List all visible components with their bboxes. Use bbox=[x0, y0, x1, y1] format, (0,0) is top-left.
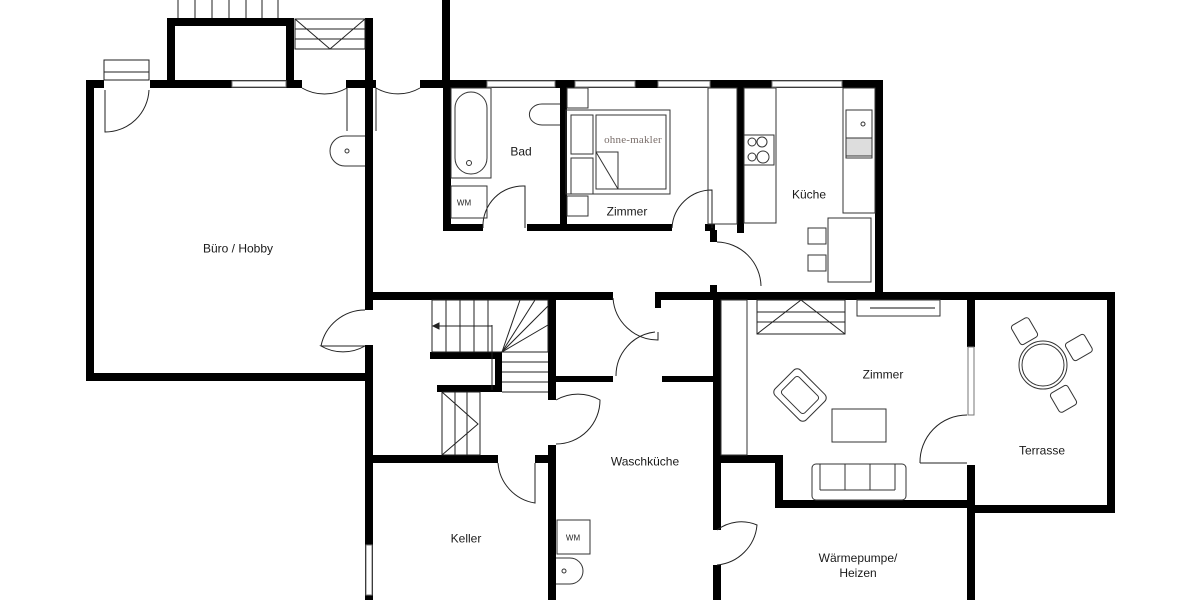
fixtures bbox=[329, 87, 1093, 585]
stairs-living bbox=[756, 299, 846, 335]
room-label-waermepumpe-line1: Wärmepumpe/ bbox=[818, 551, 898, 565]
room-label-waermepumpe-line2: Heizen bbox=[839, 566, 877, 580]
room-label-terrasse: Terrasse bbox=[1018, 443, 1066, 458]
washer-label-waschkueche: WM bbox=[565, 533, 581, 543]
washer-label-bad: WM bbox=[456, 198, 472, 208]
doors bbox=[103, 59, 968, 566]
windows bbox=[231, 80, 975, 596]
walls bbox=[86, 0, 1115, 600]
room-label-zimmer-living: Zimmer bbox=[862, 367, 904, 382]
stairs-internal bbox=[431, 299, 549, 456]
room-label-zimmer-top: Zimmer bbox=[606, 204, 648, 219]
watermark-logo: ohne-makler bbox=[604, 134, 662, 146]
room-label-waschkueche: Waschküche bbox=[610, 454, 680, 469]
room-label-keller: Keller bbox=[450, 531, 482, 546]
room-label-waermepumpe: Wärmepumpe/ Heizen bbox=[819, 551, 898, 581]
room-label-bad: Bad bbox=[510, 144, 532, 159]
room-label-buero: Büro / Hobby bbox=[202, 241, 274, 256]
stairs-top-porch bbox=[177, 0, 366, 50]
room-label-kueche: Küche bbox=[791, 187, 827, 202]
